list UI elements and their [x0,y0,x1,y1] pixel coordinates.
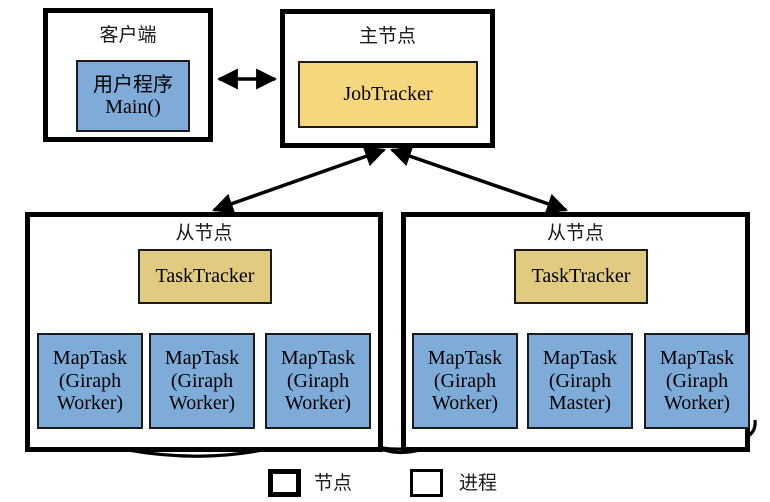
tasktracker-process-2[interactable]: TaskTracker [514,249,648,304]
maptask-2-3-line3: Worker) [663,392,731,415]
tasktracker-label-2: TaskTracker [531,265,631,288]
maptask-1-1[interactable]: MapTask (Giraph Worker) [37,333,143,429]
maptask-1-3-line3: Worker) [284,392,352,415]
tasktracker-process-1[interactable]: TaskTracker [138,249,272,304]
slave-node-title-1: 从节点 [175,223,233,244]
maptask-2-2-line1: MapTask [542,347,618,370]
maptask-2-3-line2: (Giraph [665,369,729,392]
maptask-2-3-line1: MapTask [659,347,735,370]
maptask-2-1-line3: Worker) [431,392,499,415]
edge-master-slave-right [390,146,568,214]
legend-label-node: 节点 [314,473,353,494]
master-node-title: 主节点 [358,26,416,47]
maptask-1-1-line3: Worker) [56,392,124,415]
maptask-2-3[interactable]: MapTask (Giraph Worker) [644,333,750,429]
maptask-1-2[interactable]: MapTask (Giraph Worker) [149,333,255,429]
maptask-1-2-line3: Worker) [168,392,236,415]
maptask-1-3[interactable]: MapTask (Giraph Worker) [265,333,371,429]
maptask-2-2[interactable]: MapTask (Giraph Master) [527,333,633,429]
maptask-2-1-line1: MapTask [427,347,503,370]
jobtracker-process[interactable]: JobTracker [298,61,478,128]
maptask-1-1-line2: (Giraph [58,369,122,392]
maptask-1-3-line1: MapTask [280,347,356,370]
client-node-title: 客户端 [99,25,157,46]
maptask-2-2-line2: (Giraph [548,369,612,392]
maptask-1-2-line2: (Giraph [170,369,234,392]
tasktracker-label-1: TaskTracker [155,265,255,288]
user-program-line2: Main() [105,96,161,118]
maptask-2-2-line3: Master) [548,392,612,415]
maptask-2-1-line2: (Giraph [433,369,497,392]
edge-master-slave-left [212,146,386,214]
maptask-1-3-line2: (Giraph [286,369,350,392]
maptask-1-2-line1: MapTask [164,347,240,370]
legend-swatch-node [268,469,301,497]
jobtracker-label: JobTracker [343,83,433,106]
maptask-1-1-line1: MapTask [52,347,128,370]
legend-label-process: 进程 [459,473,498,494]
legend-swatch-process [410,469,443,497]
slave-node-title-2: 从节点 [546,223,604,244]
user-program-process[interactable]: 用户程序 Main() [76,60,190,132]
maptask-2-1[interactable]: MapTask (Giraph Worker) [412,333,518,429]
user-program-line1: 用户程序 [93,73,173,96]
